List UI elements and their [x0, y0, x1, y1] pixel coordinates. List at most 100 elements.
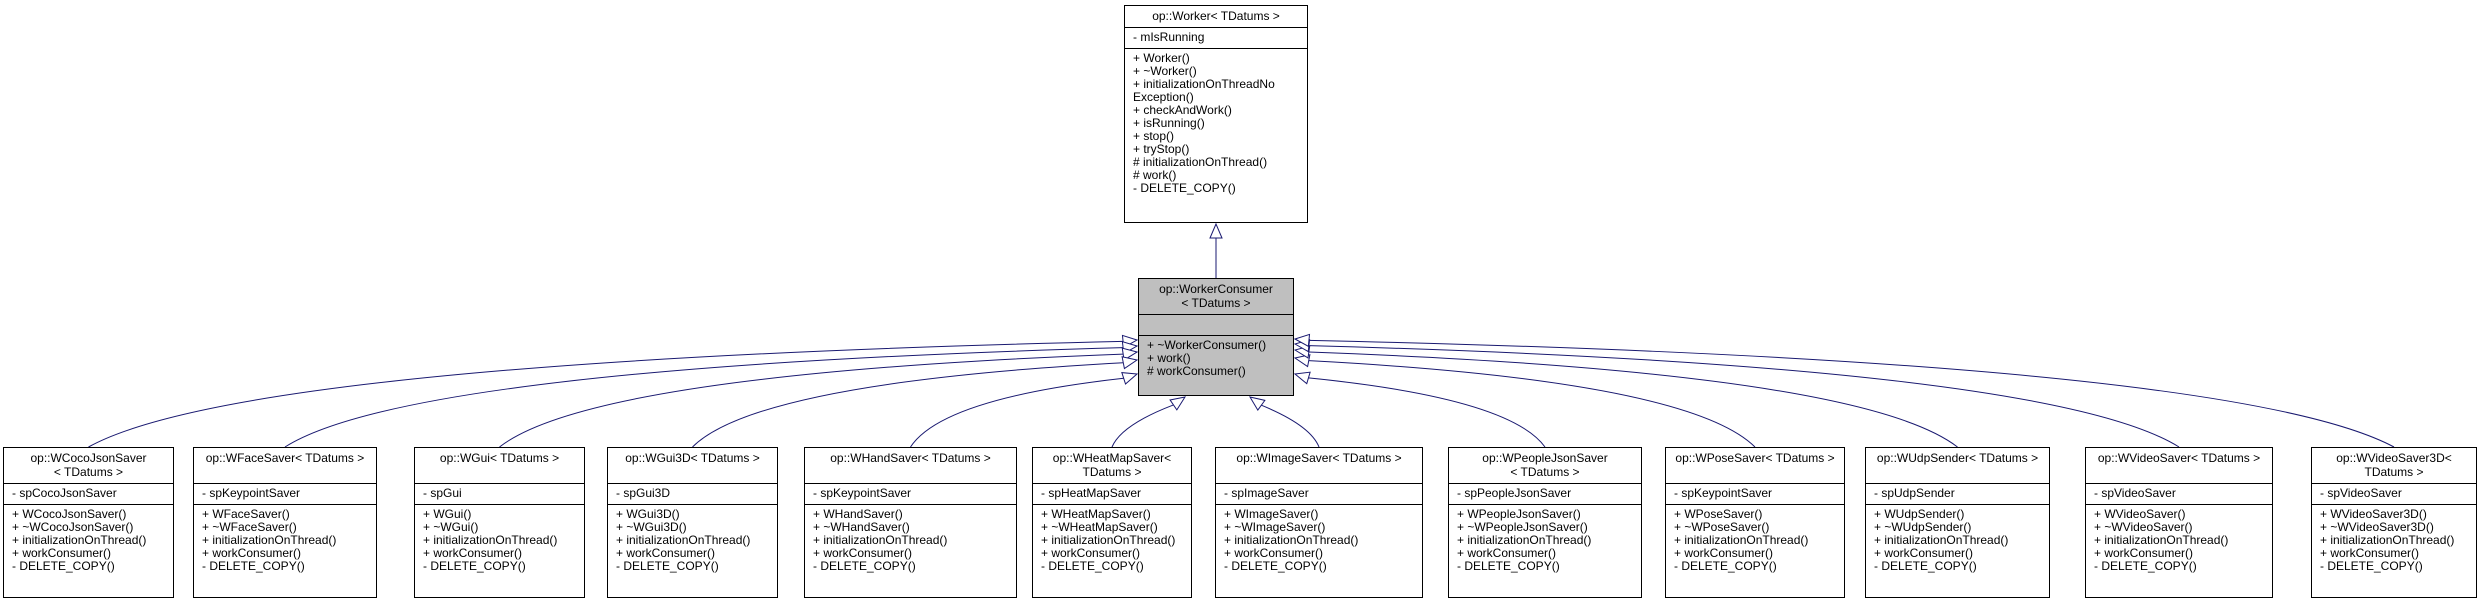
operation: + workConsumer(): [1457, 546, 1557, 560]
operation: + ~WVideoSaver3D(): [2320, 520, 2434, 534]
class-title: op::WVideoSaver3D<TDatums >: [2336, 451, 2452, 479]
class-wpeoplejsonsaver[interactable]: op::WPeopleJsonSaver< TDatums >- spPeopl…: [1448, 447, 1642, 598]
class-title: op::WPoseSaver< TDatums >: [1675, 451, 1835, 465]
operation: + ~WVideoSaver(): [2094, 520, 2193, 534]
operations-section: + WGui()+ ~WGui()+ initializationOnThrea…: [415, 504, 584, 577]
operation: + WGui(): [423, 507, 472, 521]
inheritance-arrowhead: [1169, 396, 1187, 411]
attributes-section: - spKeypointSaver: [1666, 483, 1844, 504]
inheritance-edge: [1308, 339, 2395, 448]
class-title: op::WVideoSaver< TDatums >: [2097, 451, 2261, 465]
operation: - DELETE_COPY(): [1457, 559, 1560, 573]
operation: + initializationOnThread(): [813, 533, 948, 547]
operations-section: + WPeopleJsonSaver()+ ~WPeopleJsonSaver(…: [1449, 504, 1641, 577]
operations-section: + WVideoSaver()+ ~WVideoSaver()+ initial…: [2086, 504, 2272, 577]
operation: + Worker(): [1133, 51, 1190, 65]
attribute: - spUdpSender: [1874, 486, 1955, 500]
operation: + workConsumer(): [1874, 546, 1974, 560]
attribute: - spHeatMapSaver: [1041, 486, 1142, 500]
operations-section: + WVideoSaver3D()+ ~WVideoSaver3D()+ ini…: [2312, 504, 2476, 577]
operation: + work(): [1147, 351, 1191, 365]
operation: # initializationOnThread(): [1133, 155, 1268, 169]
operation: + initializationOnThread(): [2320, 533, 2455, 547]
operation: + ~WorkerConsumer(): [1147, 338, 1267, 352]
inheritance-edge: [910, 377, 1124, 448]
operation: + stop(): [1133, 129, 1175, 143]
attributes-section: [1139, 314, 1293, 335]
operation: + workConsumer(): [1041, 546, 1141, 560]
operations-section: + WGui3D()+ ~WGui3D()+ initializationOnT…: [608, 504, 777, 577]
operation: + workConsumer(): [202, 546, 302, 560]
attributes-section: - spCocoJsonSaver: [4, 483, 173, 504]
operation: + initializationOnThread(): [1041, 533, 1176, 547]
class-wcocojsonsaver[interactable]: op::WCocoJsonSaver< TDatums >- spCocoJso…: [3, 447, 174, 598]
class-title: op::Worker< TDatums >: [1152, 9, 1280, 23]
operation: + workConsumer(): [423, 546, 523, 560]
class-title: op::WPeopleJsonSaver< TDatums >: [1482, 451, 1608, 479]
operation: + initializationOnThread(): [423, 533, 558, 547]
operation: + WImageSaver(): [1224, 507, 1319, 521]
attributes-section: - spPeopleJsonSaver: [1449, 483, 1641, 504]
operation: - DELETE_COPY(): [2094, 559, 2197, 573]
class-wvideosaver3d[interactable]: op::WVideoSaver3D<TDatums >- spVideoSave…: [2311, 447, 2477, 598]
operation: + initializationOnThread(): [1457, 533, 1592, 547]
attribute: - spGui3D: [616, 486, 671, 500]
class-wposesaver-tdatums[interactable]: op::WPoseSaver< TDatums >- spKeypointSav…: [1665, 447, 1845, 598]
attribute: - spVideoSaver: [2320, 486, 2402, 500]
class-title: op::WUdpSender< TDatums >: [1876, 451, 2039, 465]
operation: + isRunning(): [1133, 116, 1205, 130]
operation: + workConsumer(): [616, 546, 716, 560]
operation: + ~WPeopleJsonSaver(): [1457, 520, 1588, 534]
operations-section: + WHeatMapSaver()+ ~WHeatMapSaver()+ ini…: [1033, 504, 1191, 577]
attribute: - spKeypointSaver: [202, 486, 301, 500]
operation: + ~WPoseSaver(): [1674, 520, 1770, 534]
attribute: - spImageSaver: [1224, 486, 1309, 500]
class-title: op::WorkerConsumer < TDatums >: [1159, 282, 1273, 310]
class-wudpsender-tdatums[interactable]: op::WUdpSender< TDatums >- spUdpSender+ …: [1865, 447, 2050, 598]
operations-section: + WFaceSaver()+ ~WFaceSaver()+ initializ…: [194, 504, 376, 577]
attribute: - spVideoSaver: [2094, 486, 2176, 500]
operation: + tryStop(): [1133, 142, 1190, 156]
operation: - DELETE_COPY(): [2320, 559, 2423, 573]
operation: - DELETE_COPY(): [616, 559, 719, 573]
operations-section: + WUdpSender()+ ~WUdpSender()+ initializ…: [1866, 504, 2049, 577]
operation: + WGui3D(): [616, 507, 680, 521]
inheritance-arrowhead: [1121, 372, 1139, 385]
operation: - DELETE_COPY(): [1133, 181, 1236, 195]
class-wimagesaver-tdatums[interactable]: op::WImageSaver< TDatums >- spImageSaver…: [1215, 447, 1423, 598]
attribute: - spKeypointSaver: [1674, 486, 1773, 500]
attribute: - spKeypointSaver: [813, 486, 912, 500]
inheritance-edge: [284, 347, 1124, 448]
attributes-section: - spGui3D: [608, 483, 777, 504]
operation: + workConsumer(): [2094, 546, 2194, 560]
attributes-section: - spImageSaver: [1216, 483, 1422, 504]
class-wvideosaver-tdatums[interactable]: op::WVideoSaver< TDatums >- spVideoSaver…: [2085, 447, 2273, 598]
class-wheatmapsaver[interactable]: op::WHeatMapSaver<TDatums >- spHeatMapSa…: [1032, 447, 1192, 598]
operations-section: + WHandSaver()+ ~WHandSaver()+ initializ…: [805, 504, 1016, 577]
operation: + ~WFaceSaver(): [202, 520, 297, 534]
operation: + initializationOnThread(): [12, 533, 147, 547]
attribute: - spGui: [423, 486, 462, 500]
operation: + initializationOnThread(): [202, 533, 337, 547]
class-wfacesaver-tdatums[interactable]: op::WFaceSaver< TDatums >- spKeypointSav…: [193, 447, 377, 598]
operation: - DELETE_COPY(): [423, 559, 526, 573]
class-whandsaver-tdatums[interactable]: op::WHandSaver< TDatums >- spKeypointSav…: [804, 447, 1017, 598]
inheritance-arrowhead: [1293, 371, 1311, 385]
attributes-section: - spKeypointSaver: [805, 483, 1016, 504]
attribute: - spCocoJsonSaver: [12, 486, 117, 500]
operation: - DELETE_COPY(): [1224, 559, 1327, 573]
operation: + WVideoSaver(): [2094, 507, 2186, 521]
operation: + WCocoJsonSaver(): [12, 507, 127, 521]
operation: + WHandSaver(): [813, 507, 903, 521]
class-worker[interactable]: op::Worker< TDatums > - mIsRunning + Wor…: [1124, 5, 1308, 223]
operation: + workConsumer(): [12, 546, 112, 560]
class-worker-consumer[interactable]: op::WorkerConsumer < TDatums > + ~Worker…: [1138, 278, 1294, 396]
operation: + WVideoSaver3D(): [2320, 507, 2427, 521]
operation: # workConsumer(): [1147, 364, 1246, 378]
class-wgui-tdatums[interactable]: op::WGui< TDatums >- spGui+ WGui()+ ~WGu…: [414, 447, 585, 598]
inheritance-edge: [1111, 404, 1174, 448]
class-title: op::WCocoJsonSaver< TDatums >: [30, 451, 147, 479]
class-wgui3d-tdatums[interactable]: op::WGui3D< TDatums >- spGui3D+ WGui3D()…: [607, 447, 778, 598]
attribute: - spPeopleJsonSaver: [1457, 486, 1572, 500]
inheritance-edge: [88, 340, 1124, 448]
